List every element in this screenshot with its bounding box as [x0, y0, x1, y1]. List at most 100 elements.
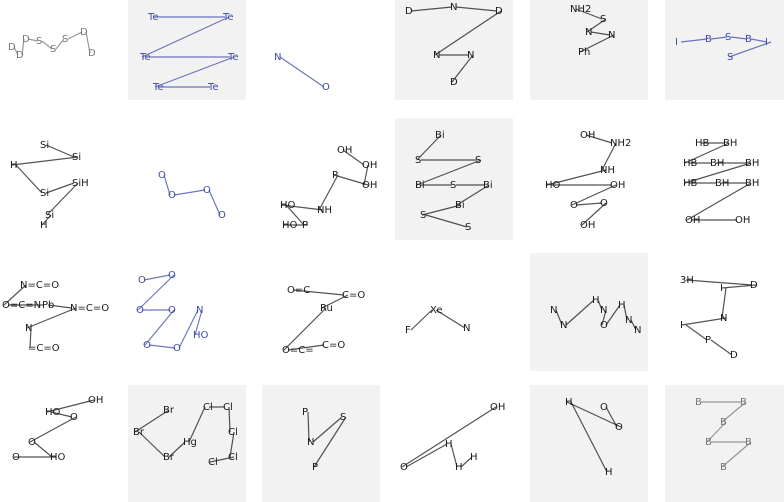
atom-label: O	[168, 270, 176, 281]
atom-label: D	[80, 27, 88, 38]
bond-line	[144, 309, 175, 346]
atom-label: O	[168, 305, 176, 316]
bond-line	[730, 36, 748, 40]
atom-label: Br	[163, 405, 175, 416]
bond-line	[410, 309, 433, 331]
bond-line	[11, 156, 79, 166]
bond-line	[55, 38, 65, 50]
bond-line	[46, 182, 79, 216]
atom-label: P	[312, 462, 318, 473]
atom-label: N	[608, 30, 615, 41]
atom-label: B	[740, 397, 747, 408]
atom-label: =C=O	[28, 343, 60, 354]
bond-line	[168, 441, 186, 458]
atom-label: 3H	[680, 275, 694, 286]
bond-line	[546, 169, 607, 186]
bond-line	[194, 309, 203, 336]
bond-line	[279, 56, 325, 88]
atom-label: P	[302, 407, 308, 418]
atom-label: Bi	[455, 200, 465, 211]
bond-line	[342, 149, 365, 166]
atom-label: Te	[152, 82, 164, 93]
atom-label: B	[720, 417, 727, 428]
atom-label: Te	[227, 52, 239, 63]
bond-line	[684, 162, 752, 184]
atom-label: I	[675, 37, 678, 48]
bond-line	[451, 54, 474, 83]
bond-line	[50, 411, 73, 418]
bond-line	[154, 56, 235, 88]
atom-label: H	[592, 295, 600, 306]
bond-line	[605, 304, 621, 326]
bond-line	[148, 344, 176, 349]
atom-label: OH	[580, 130, 595, 141]
bond-line	[750, 38, 768, 43]
atom-label: P	[332, 170, 338, 181]
atom-label: BH	[715, 178, 729, 189]
atom-label: Te	[207, 82, 219, 93]
bond-line	[435, 309, 466, 329]
bond-line	[585, 134, 613, 144]
bond-line	[581, 202, 607, 226]
bond-line	[721, 284, 757, 289]
atom-label: O	[322, 82, 330, 93]
bond-line	[410, 6, 453, 12]
atom-label: OH	[610, 180, 625, 191]
atom-label: O	[218, 210, 226, 221]
bond-line	[29, 327, 32, 349]
atom-label: S	[450, 180, 456, 191]
atom-label: D	[16, 50, 24, 61]
atom-label: B	[745, 437, 752, 448]
atom-label: N=C=O	[70, 303, 109, 314]
atom-label: O	[173, 343, 181, 354]
atom-label: O	[600, 198, 608, 209]
bond-line	[597, 299, 603, 311]
atom-label: HB	[695, 138, 710, 149]
atom-label: S	[727, 52, 733, 63]
bond-line	[285, 204, 305, 226]
bond-line	[401, 406, 497, 468]
bond-line	[21, 38, 25, 56]
atom-label: HO	[45, 407, 61, 418]
atom-label: OH	[88, 395, 103, 406]
bond-line	[455, 6, 498, 12]
atom-label: B	[695, 397, 702, 408]
bond-line	[685, 279, 753, 286]
atom-label: OH	[490, 402, 505, 413]
atom-label: HO	[545, 180, 561, 191]
bond-line	[67, 31, 83, 40]
atom-label: I	[720, 283, 723, 294]
atom-label: OH	[580, 220, 595, 231]
atom-label: D	[495, 6, 503, 17]
bond-line	[405, 443, 448, 468]
bond-line	[565, 299, 595, 326]
atom-label: Cl	[228, 452, 238, 463]
bond-line	[138, 431, 166, 458]
atom-label: H	[40, 220, 48, 231]
atom-label: Ph	[578, 47, 590, 58]
bond-line	[85, 31, 91, 54]
bond-line	[228, 406, 231, 433]
atom-label: O	[400, 462, 408, 473]
bond-line	[283, 307, 327, 351]
atom-label: HO	[193, 330, 209, 341]
atom-label: Bi	[435, 130, 445, 141]
atom-label: SiH	[72, 178, 89, 189]
bond-line	[27, 38, 39, 42]
atom-label: Hg	[183, 437, 197, 448]
atom-label: Ru	[320, 303, 333, 314]
atom-label: N	[600, 305, 607, 316]
atom-label: D	[730, 350, 738, 361]
bond-line	[15, 164, 43, 194]
atom-label: N	[25, 323, 32, 334]
atom-label: Si	[40, 188, 49, 199]
